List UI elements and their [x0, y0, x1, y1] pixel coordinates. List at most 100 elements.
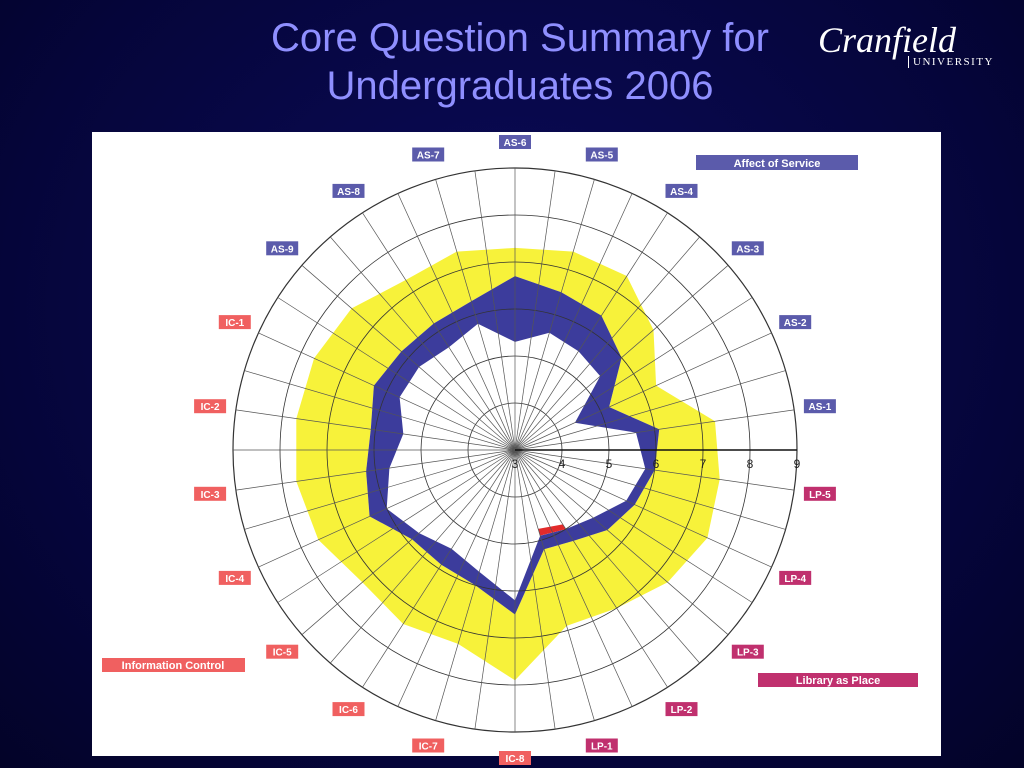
axis-label-box — [266, 644, 299, 659]
legend-information-control: Information Control — [122, 660, 225, 672]
grid-spoke — [514, 265, 729, 451]
axis-label: LP-1 — [591, 742, 613, 753]
title-line-1: Core Question Summary for — [271, 16, 769, 60]
axis-label-box — [803, 486, 836, 501]
legend-library-as-place: Library as Place — [796, 675, 880, 687]
grid-spoke — [258, 449, 516, 568]
axis-label: AS-3 — [736, 244, 759, 255]
grid-spoke — [514, 449, 786, 530]
grid-spoke — [514, 193, 633, 451]
legend-library-as-place-box — [758, 673, 918, 687]
grid-spoke — [301, 449, 516, 635]
axis-label-box — [731, 644, 764, 659]
grid-spoke — [235, 409, 516, 451]
axis-label-box — [412, 738, 445, 753]
scale-tick-label: 7 — [700, 457, 707, 471]
axis-label-box — [731, 241, 764, 256]
grid-spoke — [397, 449, 516, 707]
axis-label: IC-8 — [506, 754, 525, 765]
axis-label: LP-4 — [784, 574, 806, 585]
legend-information-control-box — [102, 658, 245, 672]
grid-spoke — [244, 370, 516, 451]
logo-wordmark: Cranfield — [818, 20, 957, 60]
title-line-2: Undergraduates 2006 — [326, 64, 714, 108]
logo-subtitle: UNIVERSITY — [908, 56, 994, 68]
slide-title: Core Question Summary for Undergraduates… — [200, 14, 840, 110]
grid-spoke — [514, 449, 753, 603]
grid-spoke — [330, 236, 516, 451]
axis-label-box — [499, 135, 531, 149]
grid-spoke — [514, 409, 795, 451]
grid-spoke — [514, 170, 556, 451]
axis-label: LP-2 — [671, 705, 693, 716]
scale-tick-label: 4 — [559, 457, 566, 471]
axis-label-box — [332, 702, 365, 717]
axis-label-box — [412, 147, 445, 162]
grid-spoke — [514, 332, 772, 451]
axis-label: AS-6 — [504, 138, 527, 149]
cranfield-logo: Cranfield UNIVERSITY — [818, 20, 1008, 76]
grid-spoke — [514, 297, 753, 451]
grid-spoke — [514, 449, 595, 721]
grid-spoke — [435, 179, 516, 451]
grid-spoke — [514, 449, 700, 664]
band-yellow — [296, 247, 720, 681]
scale-tick-label: 6 — [653, 457, 660, 471]
band-red — [538, 524, 566, 536]
axis-label: AS-5 — [590, 151, 613, 162]
axis-label-box — [218, 570, 251, 585]
axis-label: AS-7 — [417, 151, 440, 162]
axis-label-box — [665, 183, 698, 198]
grid-spoke — [362, 449, 516, 688]
axis-label-box — [194, 399, 227, 414]
grid-spoke — [514, 370, 786, 451]
axis-label-box — [803, 399, 836, 414]
axis-label: AS-2 — [784, 318, 807, 329]
scale-tick-label: 3 — [512, 457, 519, 471]
grid-spoke — [244, 449, 516, 530]
axis-label: IC-3 — [201, 490, 220, 501]
grid-spoke — [362, 212, 516, 451]
axis-label: IC-7 — [419, 742, 438, 753]
grid-spoke — [514, 449, 729, 635]
grid-spoke — [277, 297, 516, 451]
grid-spoke — [514, 449, 772, 568]
axis-label-box — [266, 241, 299, 256]
axis-label-box — [665, 702, 698, 717]
grid-spoke — [514, 449, 795, 491]
axis-label: IC-5 — [273, 648, 292, 659]
grid-spoke — [474, 449, 516, 730]
grid-spoke — [301, 265, 516, 451]
axis-label: AS-1 — [809, 402, 832, 413]
legend-affect-of-service-box — [696, 155, 858, 170]
grid-spoke — [514, 449, 668, 688]
scale-tick-label: 8 — [747, 457, 754, 471]
axis-label-box — [194, 486, 227, 501]
grid-spoke — [330, 449, 516, 664]
grid-spoke — [277, 449, 516, 603]
grid-spoke — [514, 449, 633, 707]
grid-spoke — [514, 449, 556, 730]
axis-label: AS-4 — [670, 187, 693, 198]
axis-label: IC-1 — [225, 318, 244, 329]
grid-spoke — [514, 179, 595, 451]
axis-label: IC-6 — [339, 705, 358, 716]
axis-label-box — [218, 315, 251, 330]
axis-label-box — [779, 315, 812, 330]
grid-spoke — [435, 449, 516, 721]
axis-label: IC-4 — [225, 574, 244, 585]
band-blue — [366, 276, 660, 615]
axis-label-box — [499, 751, 531, 765]
axis-label: LP-5 — [809, 490, 831, 501]
grid-spoke — [235, 449, 516, 491]
axis-label-box — [779, 570, 812, 585]
radar-chart: AS-6AS-5AS-4AS-3AS-2AS-1LP-5LP-4LP-3LP-2… — [102, 135, 918, 765]
axis-label: LP-3 — [737, 648, 759, 659]
axis-label: AS-9 — [271, 244, 294, 255]
grid-spoke — [514, 212, 668, 451]
axis-label: IC-2 — [201, 402, 220, 413]
grid-spoke — [397, 193, 516, 451]
scale-tick-label: 9 — [794, 457, 801, 471]
axis-label-box — [585, 738, 618, 753]
